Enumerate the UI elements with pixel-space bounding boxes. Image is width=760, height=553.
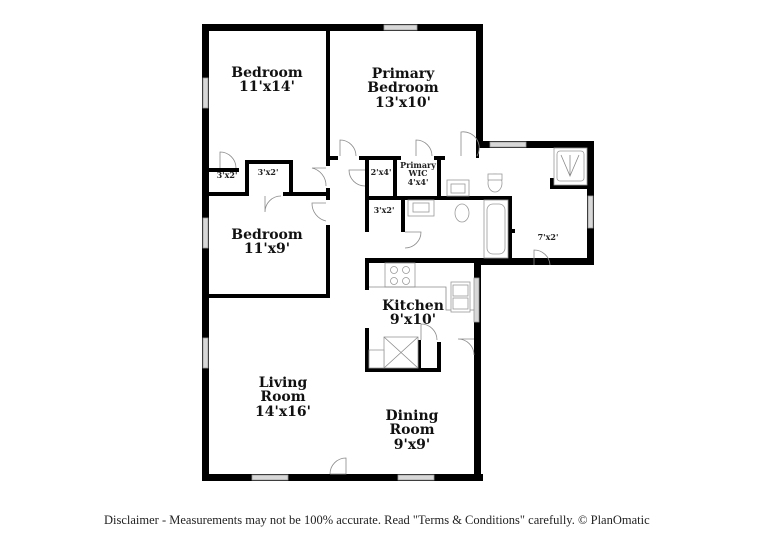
- wic-dimensions: 4'x4': [407, 176, 429, 187]
- room-dining-room-label: Dining Room 9'x9': [386, 409, 439, 452]
- closet-hall-label: 2'x4': [370, 167, 392, 177]
- wic-name-line-2: WIC: [408, 168, 428, 179]
- disclaimer-text: Disclaimer - Measurements may not be 100…: [104, 513, 650, 527]
- room-name-line-2: Bedroom: [367, 80, 439, 97]
- closet-bedroom1-a-label: 3'x2': [216, 170, 238, 180]
- room-name-line-2: Room: [389, 422, 435, 439]
- linen-closet-label: 3'x2': [373, 205, 395, 215]
- doors: [219, 131, 551, 475]
- room-dimensions: 9'x9': [393, 436, 431, 453]
- room-name-line-1: Primary: [371, 66, 435, 82]
- primary-wic-label: Primary WIC 4'x4': [400, 160, 436, 187]
- wic-name-line-1: Primary: [400, 160, 436, 170]
- room-dimensions: 11'x9': [243, 241, 291, 258]
- bath-area-label: 7'x2': [537, 232, 559, 242]
- room-name-line-2: Room: [260, 389, 306, 406]
- room-name-line-1: Living: [258, 375, 308, 391]
- closet-bedroom1-b-label: 3'x2': [257, 167, 279, 177]
- room-bedroom-1-label: Bedroom 11'x14': [231, 66, 302, 95]
- room-name: Kitchen: [382, 298, 444, 314]
- room-bedroom-2-label: Bedroom 11'x9': [231, 228, 302, 257]
- windows: [202, 24, 594, 481]
- room-living-room-label: Living Room 14'x16': [255, 376, 311, 419]
- room-primary-bedroom-label: Primary Bedroom 13'x10': [367, 67, 438, 110]
- room-name: Bedroom: [231, 65, 303, 81]
- room-name: Bedroom: [231, 227, 303, 243]
- fixtures: [368, 147, 588, 369]
- room-dimensions: 13'x10': [375, 94, 431, 111]
- room-dimensions: 11'x14': [239, 79, 295, 96]
- room-name-line-1: Dining: [385, 408, 439, 424]
- room-dimensions: 9'x10': [389, 312, 437, 329]
- room-dimensions: 14'x16': [255, 403, 311, 420]
- room-kitchen-label: Kitchen 9'x10': [382, 299, 444, 328]
